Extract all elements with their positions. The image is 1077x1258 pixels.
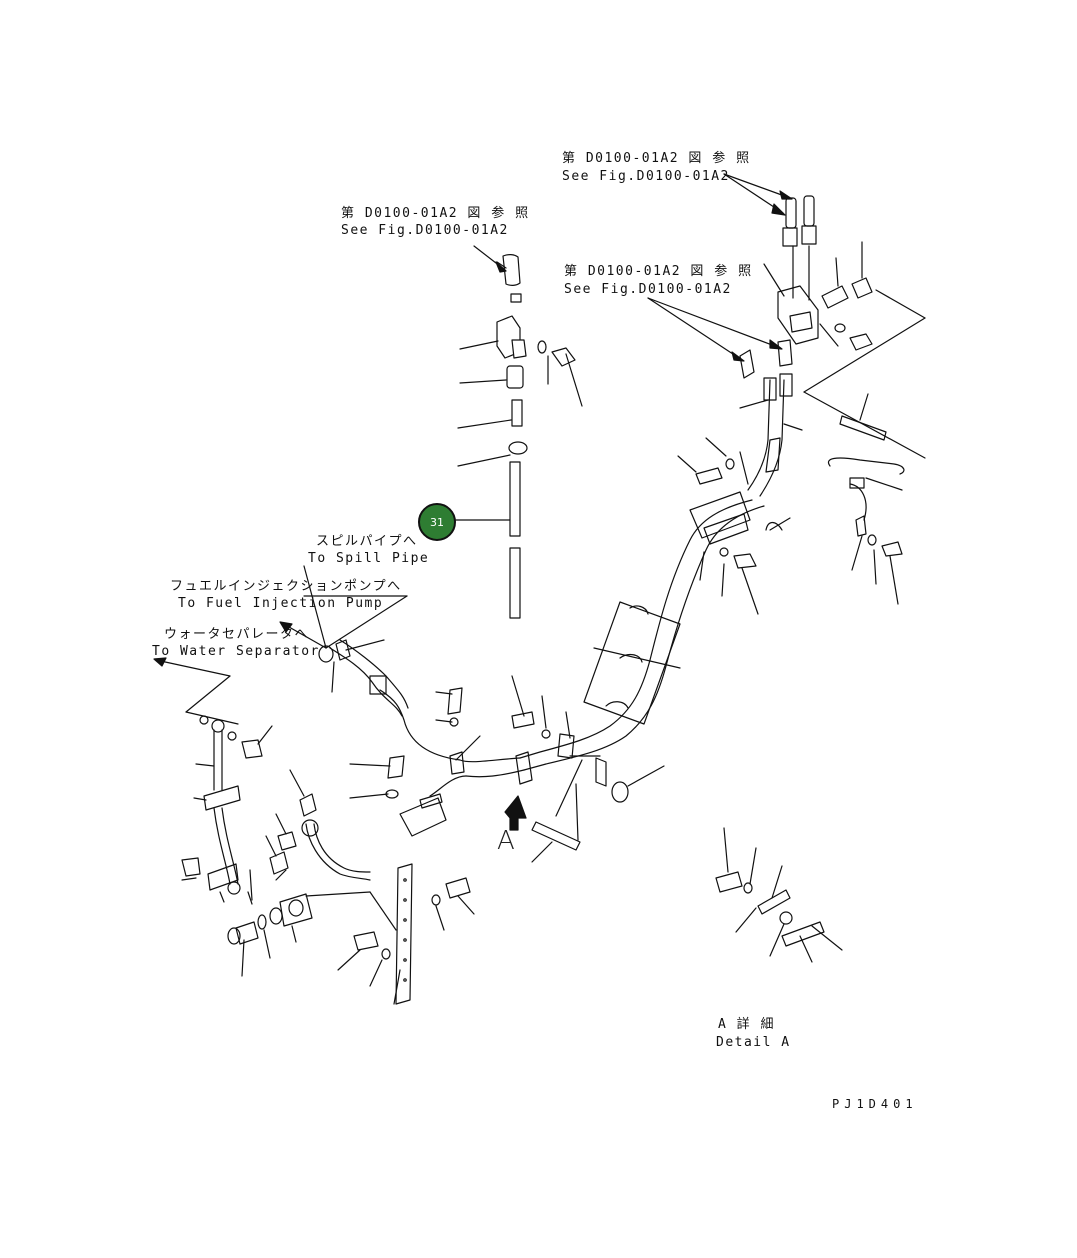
left-line-assembly xyxy=(153,565,475,1005)
injection-pump-jp: フュエルインジェクションポンプへ xyxy=(170,579,402,594)
callout-31[interactable]: 31 xyxy=(418,503,456,541)
ref-a-en[interactable]: See Fig.D0100-01A2 xyxy=(562,169,730,184)
figure-code: PJ1D401 xyxy=(832,1097,918,1111)
main-fuel-lines xyxy=(349,491,791,863)
detail-a-jp: A 詳 細 xyxy=(718,1017,775,1032)
view-a-arrow xyxy=(504,795,527,831)
ref-a-jp: 第 D0100-01A2 図 参 照 xyxy=(562,151,751,166)
spill-pipe-jp: スピルパイプへ xyxy=(316,534,418,549)
ref-fittings-right xyxy=(647,297,905,605)
detail-a-parts xyxy=(715,827,843,963)
ref-b-en[interactable]: See Fig.D0100-01A2 xyxy=(341,223,509,238)
water-separator-en: To Water Separator xyxy=(152,644,320,659)
ref-c-jp: 第 D0100-01A2 図 参 照 xyxy=(564,264,753,279)
water-separator-jp: ウォータセパレータへ xyxy=(164,627,310,642)
ref-b-jp: 第 D0100-01A2 図 参 照 xyxy=(341,206,530,221)
detail-a-en: Detail A xyxy=(716,1035,791,1050)
spill-pipe-en: To Spill Pipe xyxy=(308,551,430,566)
view-a-letter: A xyxy=(497,826,515,856)
ref-c-en[interactable]: See Fig.D0100-01A2 xyxy=(564,282,732,297)
upper-right-fittings xyxy=(723,173,926,459)
spill-pipe-assembly xyxy=(455,245,583,619)
injection-pump-en: To Fuel Injection Pump xyxy=(178,596,384,611)
